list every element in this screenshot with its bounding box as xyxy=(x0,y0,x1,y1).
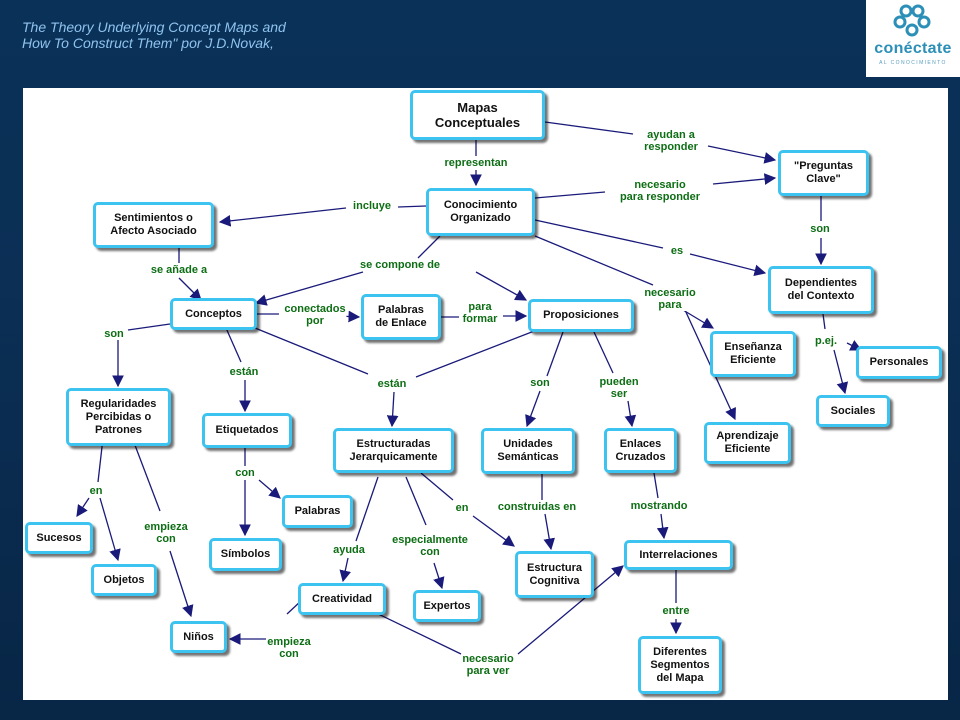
concept-objetos[interactable]: Objetos xyxy=(91,564,157,596)
concept-aprendizaje-eficiente[interactable]: Aprendizaje Eficiente xyxy=(704,422,791,464)
link-necesario-para-ver: necesario para ver xyxy=(461,653,515,677)
caption: The Theory Underlying Concept Maps and H… xyxy=(22,19,286,51)
concept-etiquetados[interactable]: Etiquetados xyxy=(202,413,292,448)
concept-regularidades[interactable]: Regularidades Percibidas o Patrones xyxy=(66,388,171,446)
link-se-compone-de: se compone de xyxy=(358,259,442,271)
link-es: es xyxy=(669,245,685,257)
link-representan: representan xyxy=(444,157,508,169)
concept-sentimientos[interactable]: Sentimientos o Afecto Asociado xyxy=(93,202,214,248)
link-mostrando: mostrando xyxy=(629,500,689,512)
concept-conocimiento-organizado[interactable]: Conocimiento Organizado xyxy=(426,188,535,236)
link-con: con xyxy=(234,467,256,479)
link-pej: p.ej. xyxy=(813,335,839,347)
link-ayuda: ayuda xyxy=(332,544,366,556)
concept-expertos[interactable]: Expertos xyxy=(413,590,481,622)
connector-lines xyxy=(76,121,863,655)
link-especialmente-con: especialmente con xyxy=(391,534,469,558)
link-conectados-por: conectados por xyxy=(283,303,347,327)
concept-sociales[interactable]: Sociales xyxy=(816,395,890,427)
link-son-conceptos: son xyxy=(103,328,125,340)
concept-estructuradas-jerarquicamente[interactable]: Estructuradas Jerarquicamente xyxy=(333,428,454,473)
caption-line-2: How To Construct Them" por J.D.Novak, xyxy=(22,35,274,51)
logo-tagline: AL CONOCIMIENTO xyxy=(879,60,947,66)
link-ayudan-a-responder: ayudan a responder xyxy=(643,129,699,153)
link-son-proposiciones: son xyxy=(529,377,551,389)
link-necesario-para: necesario para xyxy=(643,287,697,311)
concept-estructura-cognitiva[interactable]: Estructura Cognitiva xyxy=(515,551,594,598)
link-en-regularidades: en xyxy=(88,485,104,497)
logo-rings-icon xyxy=(893,4,931,37)
concept-dependientes-contexto[interactable]: Dependientes del Contexto xyxy=(768,266,874,314)
link-empieza-con-creatividad: empieza con xyxy=(266,636,312,660)
link-para-formar: para formar xyxy=(461,301,499,325)
concept-simbolos[interactable]: Símbolos xyxy=(209,538,282,571)
link-entre: entre xyxy=(661,605,691,617)
link-construidas-en: construidas en xyxy=(496,501,578,513)
concept-personales[interactable]: Personales xyxy=(856,346,942,379)
concept-interrelaciones[interactable]: Interrelaciones xyxy=(624,540,733,570)
concept-creatividad[interactable]: Creatividad xyxy=(298,583,386,615)
link-incluye: incluye xyxy=(352,200,392,212)
concept-proposiciones[interactable]: Proposiciones xyxy=(528,299,634,332)
link-se-anade-a: se añade a xyxy=(149,264,209,276)
conectate-logo: conéctate AL CONOCIMIENTO xyxy=(866,0,960,77)
concept-palabras-de-enlace[interactable]: Palabras de Enlace xyxy=(361,294,441,340)
link-estan-estructuradas: están xyxy=(376,378,408,390)
concept-conceptos[interactable]: Conceptos xyxy=(170,298,257,330)
logo-name: conéctate xyxy=(874,40,952,57)
link-empieza-con-regularidades: empieza con xyxy=(143,521,189,545)
link-necesario-para-responder: necesario para responder xyxy=(618,179,702,203)
link-son-preguntas: son xyxy=(809,223,831,235)
link-pueden-ser: pueden ser xyxy=(598,376,640,400)
concept-ninos[interactable]: Niños xyxy=(170,621,227,653)
concept-palabras[interactable]: Palabras xyxy=(282,495,353,528)
concept-sucesos[interactable]: Sucesos xyxy=(25,522,93,554)
concept-unidades-semanticas[interactable]: Unidades Semánticas xyxy=(481,428,575,474)
caption-line-1: The Theory Underlying Concept Maps and xyxy=(22,19,286,35)
concept-ensenanza-eficiente[interactable]: Enseñanza Eficiente xyxy=(710,331,796,377)
concept-mapas-conceptuales[interactable]: Mapas Conceptuales xyxy=(410,90,545,140)
concept-preguntas-clave[interactable]: "Preguntas Clave" xyxy=(778,150,869,196)
concept-map-canvas: Mapas Conceptuales Conocimiento Organiza… xyxy=(23,88,948,700)
link-en-estructuradas: en xyxy=(454,502,470,514)
concept-diferentes-segmentos[interactable]: Diferentes Segmentos del Mapa xyxy=(638,636,722,694)
link-estan-etiquetados: están xyxy=(228,366,260,378)
concept-enlaces-cruzados[interactable]: Enlaces Cruzados xyxy=(604,428,677,473)
